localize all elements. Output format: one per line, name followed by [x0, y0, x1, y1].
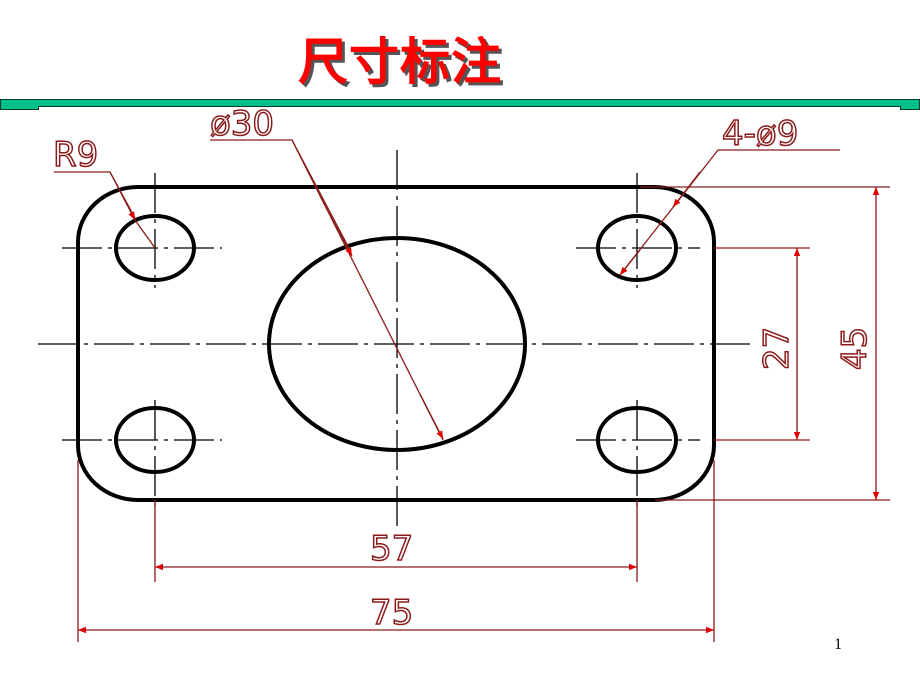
- slide-title: 尺寸标注: [298, 33, 502, 91]
- dim-57-label: 57: [370, 529, 413, 569]
- dim-75-label: 75: [370, 593, 413, 633]
- diameter-30-label: ø30: [210, 104, 274, 144]
- dim-27-label: 27: [757, 327, 797, 370]
- dim-45-label: 45: [835, 327, 875, 370]
- plate-outline: [76, 185, 716, 502]
- hole-top-right: [596, 214, 678, 282]
- page-number: 1: [834, 636, 842, 653]
- hole-top-left: [114, 214, 196, 282]
- small-holes-label: 4-ø9: [722, 114, 798, 154]
- hole-bottom-right: [596, 406, 678, 474]
- divider-left-end: [0, 106, 39, 110]
- center-hole: [267, 236, 527, 452]
- hole-bottom-left: [114, 406, 196, 474]
- dimension-lines: [54, 139, 890, 642]
- radius-9-label: R9: [53, 135, 98, 175]
